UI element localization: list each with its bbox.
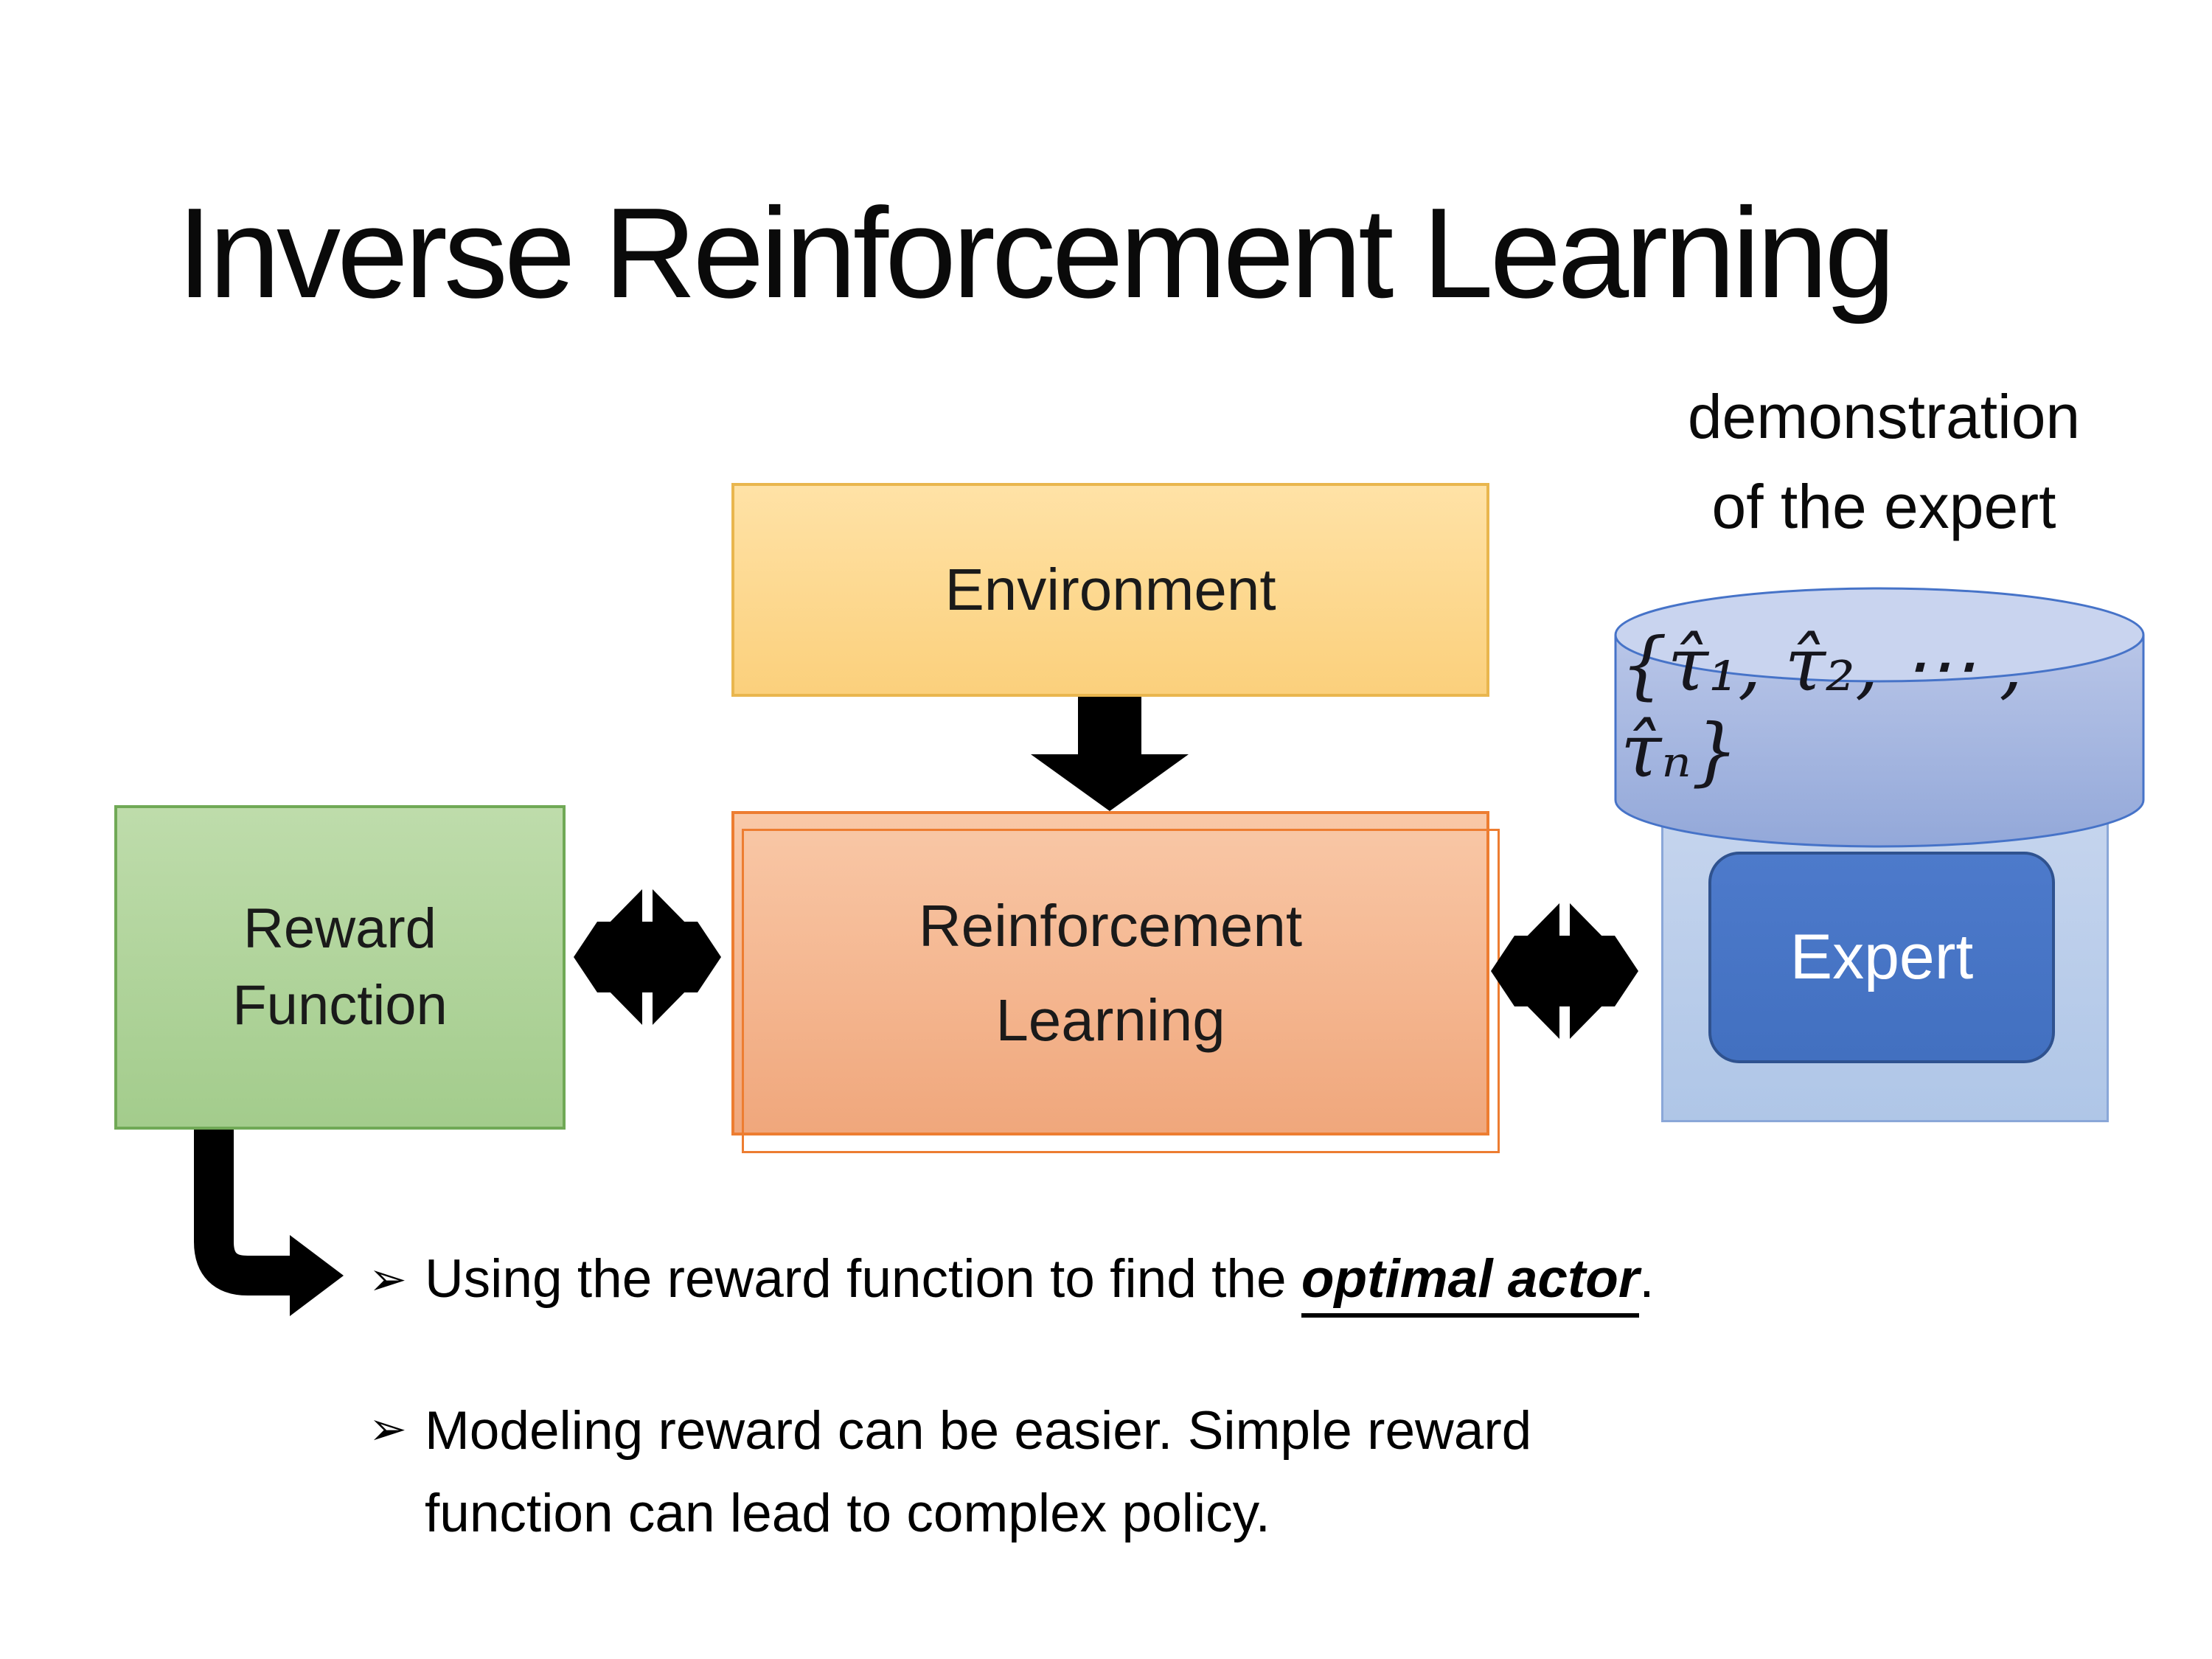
down-arrow-shaft — [1078, 697, 1141, 756]
cylinder-top — [1614, 587, 2145, 683]
expert-demo-caption-line2: of the expert — [1711, 471, 2056, 541]
bullet-marker-icon: ➢ — [369, 1402, 407, 1455]
exchange-arrows-head — [1522, 903, 1559, 942]
environment-box: Environment — [731, 483, 1489, 697]
cylinder-body — [1614, 635, 2145, 848]
bent-arrow-shaft — [194, 1130, 291, 1295]
expert-box: Expert — [1708, 852, 2055, 1063]
database-cylinder-icon — [1614, 587, 2145, 848]
page-title: Inverse Reinforcement Learning — [177, 181, 1896, 324]
expert-demo-caption-line1: demonstration — [1687, 382, 2081, 451]
expert-label: Expert — [1790, 922, 1974, 992]
reward-function-label-line2: Function — [232, 974, 448, 1037]
environment-label: Environment — [945, 557, 1276, 622]
down-arrow-head — [1031, 754, 1189, 811]
exchange-arrows-head — [653, 987, 690, 1025]
reinforcement-learning-box: Reinforcement Learning — [731, 811, 1489, 1135]
bullet-2-text: Modeling reward can be easier. Simple re… — [425, 1390, 1531, 1555]
bullet-item-1: ➢ Using the reward function to find the … — [369, 1240, 2065, 1318]
exchange-arrows-icon-left — [574, 889, 721, 1025]
down-arrow-icon — [1031, 697, 1189, 811]
bullet-marker-icon: ➢ — [369, 1252, 407, 1306]
trajectory-set-formula: {τ̂₁, τ̂₂, ⋯ , τ̂ₙ} — [1621, 622, 2023, 794]
exchange-arrows-head — [1570, 1001, 1607, 1039]
bullet-1-highlight: optimal actor — [1301, 1249, 1640, 1318]
bullet-1-prefix: Using the reward function to find the — [424, 1249, 1301, 1309]
exchange-arrows-head — [605, 987, 642, 1025]
expert-demo-caption: demonstration of the expert — [1593, 372, 2175, 552]
bullet-1-text: Using the reward function to find the op… — [425, 1240, 1655, 1318]
reward-function-label-line1: Reward — [243, 897, 437, 960]
exchange-arrows-head — [1522, 1001, 1559, 1039]
reinforcement-learning-label-line2: Learning — [995, 987, 1225, 1053]
exchange-arrows-head — [1570, 903, 1607, 942]
exchange-arrows-icon-right — [1491, 903, 1638, 1039]
exchange-arrows-body — [1491, 936, 1638, 1006]
reward-function-box: Reward Function — [114, 805, 566, 1130]
reinforcement-learning-label-line1: Reinforcement — [918, 893, 1303, 959]
exchange-arrows-body — [574, 922, 721, 992]
bent-arrow-icon — [194, 1130, 344, 1316]
bullet-2-line1: Modeling reward can be easier. Simple re… — [424, 1401, 1532, 1461]
bent-arrow-head — [290, 1235, 344, 1316]
bullet-1-suffix: . — [1639, 1249, 1655, 1309]
bullet-item-2: ➢ Modeling reward can be easier. Simple … — [369, 1390, 2065, 1555]
exchange-arrows-head — [605, 889, 642, 928]
bullet-2-line2: function can lead to complex policy. — [424, 1484, 1270, 1543]
exchange-arrows-head — [653, 889, 690, 928]
